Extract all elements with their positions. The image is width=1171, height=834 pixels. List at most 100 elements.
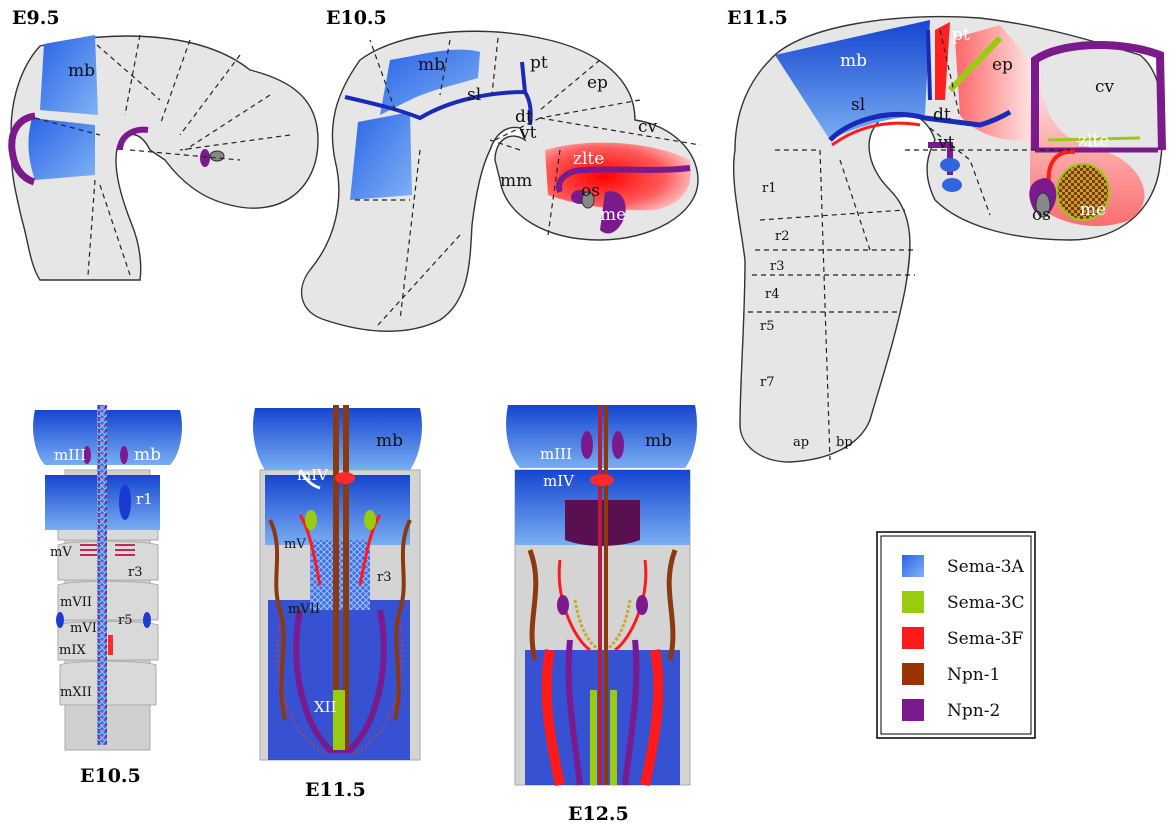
- label-r5: r5: [760, 319, 775, 334]
- label-me: me: [600, 205, 626, 225]
- label-mV: mV: [284, 537, 306, 552]
- label-r3: r3: [770, 259, 785, 274]
- label-r5: r5: [118, 613, 133, 628]
- panel-e115-dorsal: mb mIV mV r3 mVII XII E11.5: [253, 405, 422, 801]
- label-bp: bp: [836, 435, 853, 450]
- sema3a-r1-region: [28, 118, 95, 180]
- panel-title: E9.5: [12, 7, 60, 29]
- label-ap: ap: [793, 435, 809, 450]
- panel-e115-lateral: E11.5 mb pt ep sl dt vt cv zlte os me r1…: [727, 7, 1163, 462]
- legend-swatch: [902, 699, 924, 721]
- label-r3: r3: [128, 565, 143, 580]
- panel-title: E12.5: [568, 803, 629, 825]
- panel-e125-dorsal: mb mIII mIV E12.5: [506, 405, 697, 825]
- label-pt: pt: [530, 53, 548, 73]
- label-mIII: mIII: [54, 446, 86, 464]
- label-r3: r3: [377, 570, 392, 585]
- label-mb: mb: [376, 431, 403, 451]
- npn2-block: [565, 500, 640, 546]
- panel-title: E11.5: [305, 779, 366, 801]
- sema3a-r5-l: [56, 612, 64, 628]
- sema3a-r5-r: [143, 612, 151, 628]
- npn2-spot-r: [636, 595, 648, 615]
- legend-item: Sema-3F: [902, 627, 1024, 649]
- sema3f-mIV: [590, 474, 614, 486]
- label-zlte: zlte: [573, 149, 604, 169]
- label-ep: ep: [587, 73, 608, 93]
- legend-label: Sema-3F: [947, 629, 1024, 649]
- legend-swatch: [902, 555, 924, 577]
- label-r1: r1: [762, 181, 777, 196]
- legend-item: Npn-1: [902, 663, 1000, 685]
- sema3a-pt: [928, 30, 930, 100]
- panel-e95: E9.5 mb: [11, 7, 318, 280]
- sema3a-spot-1: [940, 158, 960, 172]
- legend-label: Npn-2: [947, 701, 1000, 721]
- midline-r: [604, 405, 608, 785]
- npn2-spot: [200, 149, 210, 167]
- sema3a-spot-2: [942, 178, 962, 192]
- label-mIX: mIX: [59, 643, 86, 658]
- npn2-mIII-l: [581, 431, 593, 459]
- legend-label: Npn-1: [947, 665, 1000, 685]
- label-mb: mb: [840, 51, 867, 71]
- label-mb: mb: [418, 55, 445, 75]
- sema3c-l: [305, 510, 317, 530]
- eye-spot: [210, 151, 224, 161]
- label-cv: cv: [638, 117, 658, 137]
- label-mVII: mVII: [288, 602, 320, 617]
- sema3f-mIV: [335, 472, 355, 484]
- legend-label: Sema-3C: [947, 593, 1025, 613]
- sema3c-r: [364, 510, 376, 530]
- panel-e105-dorsal: mIII mb r1 mV r3 mVII mVI r5 mIX mXII E1…: [33, 405, 182, 787]
- sema3c-l: [590, 690, 597, 785]
- label-dt: dt: [933, 105, 951, 125]
- npn2-spot-l: [557, 595, 569, 615]
- label-me: me: [1080, 200, 1106, 220]
- panel-e105-lateral: E10.5 mb pt ep sl dt vt cv zlte mm os me: [302, 7, 700, 331]
- label-zlte: zlte: [1078, 131, 1109, 151]
- label-vt: vt: [937, 133, 955, 153]
- sema3f-mIX: [108, 635, 113, 655]
- legend-swatch: [902, 591, 924, 613]
- label-mb: mb: [134, 445, 161, 465]
- sema3a-oval: [119, 484, 131, 520]
- label-os: os: [1032, 205, 1051, 225]
- panel-title: E10.5: [326, 7, 387, 29]
- label-mIII: mIII: [540, 445, 572, 463]
- label-r4: r4: [765, 287, 780, 302]
- label-r2: r2: [775, 229, 790, 244]
- label-mm: mm: [500, 171, 532, 191]
- label-vt: vt: [519, 123, 537, 143]
- label-mb: mb: [68, 61, 95, 81]
- label-mVI: mVI: [70, 621, 97, 636]
- label-ep: ep: [992, 55, 1013, 75]
- label-sl: sl: [467, 85, 481, 105]
- label-mb: mb: [645, 431, 672, 451]
- label-cv: cv: [1095, 77, 1115, 97]
- npn2-mIII-r: [120, 446, 128, 464]
- panel-title: E11.5: [727, 7, 788, 29]
- legend-item: Sema-3C: [902, 591, 1025, 613]
- label-pt: pt: [952, 25, 970, 45]
- label-sl: sl: [851, 95, 865, 115]
- legend-item: Sema-3A: [902, 555, 1025, 577]
- label-mXII: mXII: [60, 685, 92, 700]
- segment-2: [58, 541, 158, 580]
- legend-label: Sema-3A: [947, 557, 1025, 577]
- label-r1: r1: [136, 490, 153, 508]
- label-mV: mV: [50, 545, 72, 560]
- label-r7: r7: [760, 375, 775, 390]
- legend-swatch: [902, 627, 924, 649]
- sema3c-r: [610, 690, 617, 785]
- label-mVII: mVII: [60, 595, 92, 610]
- midline-l: [598, 405, 602, 785]
- sema3a-r1: [350, 112, 412, 200]
- label-mIV: mIV: [297, 466, 329, 484]
- legend-item: Npn-2: [902, 699, 1000, 721]
- npn2-mIII-r: [612, 431, 624, 459]
- label-XII: XII: [314, 698, 337, 716]
- legend-swatch: [902, 663, 924, 685]
